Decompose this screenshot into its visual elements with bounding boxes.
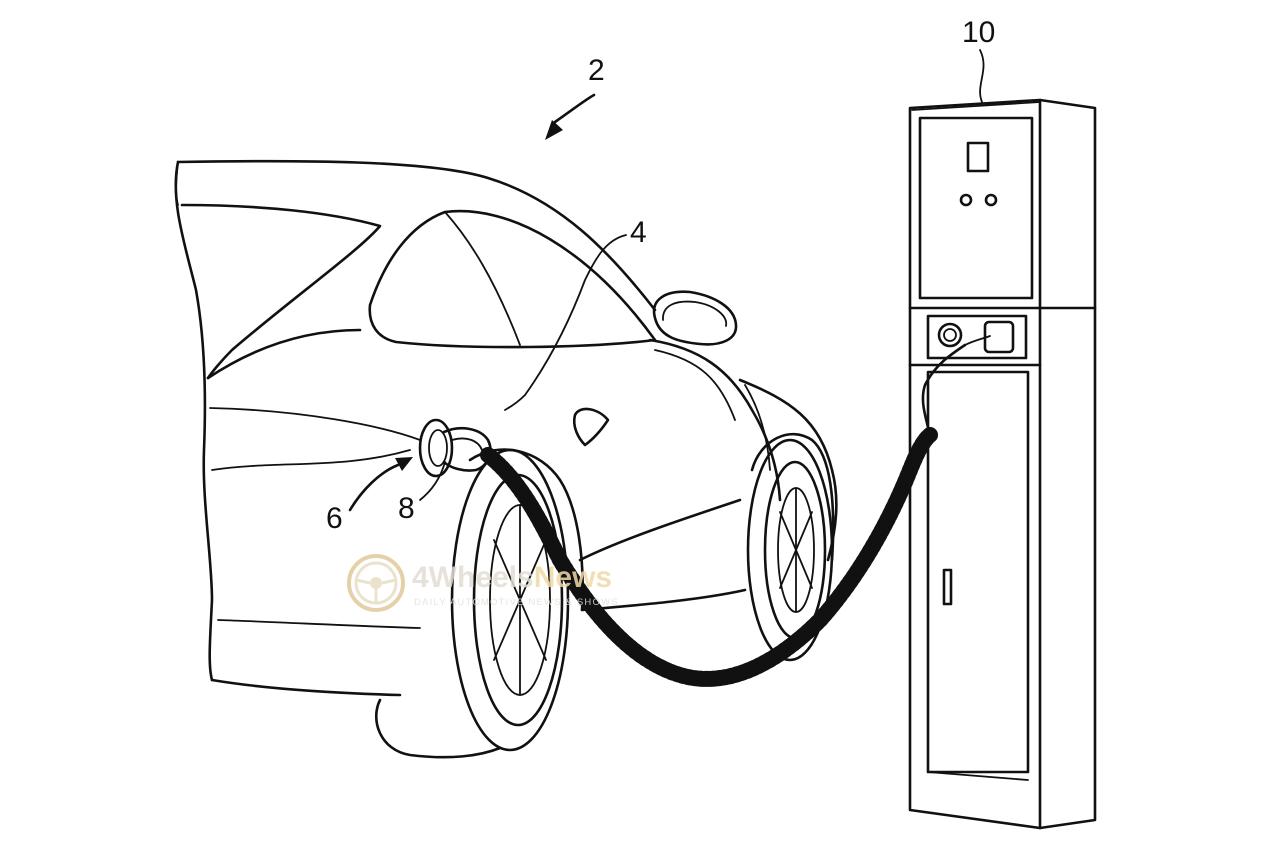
numeral-8: 8 xyxy=(398,492,415,525)
watermark: 4WheelsNews DAILY AUTOMOTIVE NEWS & SHOW… xyxy=(347,554,619,612)
watermark-tagline: DAILY AUTOMOTIVE NEWS & SHOWS xyxy=(414,597,619,608)
numeral-6: 6 xyxy=(326,502,343,535)
numeral-4: 4 xyxy=(630,216,647,249)
reference-label-vehicle: 2 xyxy=(545,54,605,140)
steering-wheel-logo-icon xyxy=(347,554,405,612)
numeral-10: 10 xyxy=(962,16,995,49)
charging-port xyxy=(418,418,454,478)
reference-label-charging-station: 10 xyxy=(962,16,995,103)
watermark-brand-suffix: News xyxy=(534,561,612,594)
watermark-brand-prefix: 4Wheels xyxy=(412,561,534,594)
vehicle xyxy=(174,159,838,697)
reference-label-charging-plug: 8 xyxy=(398,461,446,525)
reference-label-charging-port: 6 xyxy=(326,457,413,535)
charging-station xyxy=(908,98,1097,830)
charging-cable xyxy=(480,343,967,687)
watermark-brand: 4WheelsNews xyxy=(412,561,612,594)
numeral-2: 2 xyxy=(588,54,605,87)
reference-label-vehicle-body: 4 xyxy=(504,216,647,411)
front-wheel xyxy=(746,438,834,662)
